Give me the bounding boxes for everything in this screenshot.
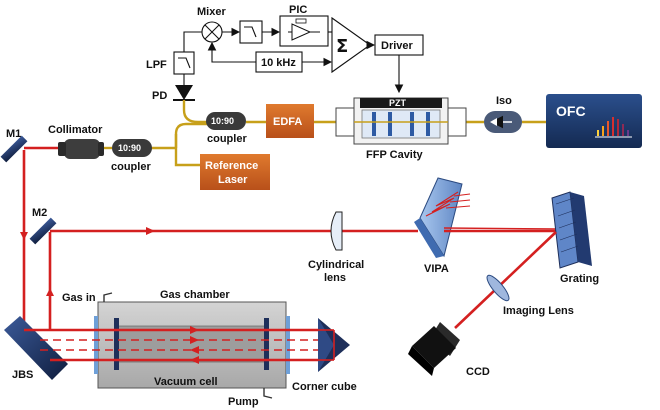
electronics-loop: LPF PD Mixer PIC: [146, 4, 424, 102]
imaging-lens-icon: [486, 274, 510, 302]
gas-chamber-section: JBS Gas chamber Gas in Vacuum cell: [4, 289, 357, 408]
collimator-label: Collimator: [48, 124, 103, 136]
mirror-m2: [29, 217, 57, 245]
grating-icon: [551, 191, 592, 269]
reference-laser-label-1: Reference: [205, 160, 258, 172]
summing-amplifier-icon: [331, 16, 371, 74]
driver-label: Driver: [381, 40, 414, 52]
freq-label: 10 kHz: [261, 57, 296, 69]
mixer-lpf-block: [239, 20, 263, 44]
lpf-label: LPF: [146, 59, 167, 71]
fiber-section: 10:90 coupler 10:90 coupler EDFA Referen…: [100, 94, 642, 190]
ccd-icon: [408, 322, 460, 376]
cylindrical-lens-label-2: lens: [324, 272, 346, 284]
iso-label: Iso: [496, 95, 512, 107]
free-space-optics: Collimator M1 M2 Cylindrical lens: [0, 124, 599, 378]
ofc-spectrum-icon: [595, 117, 632, 138]
pump-port: [263, 388, 273, 399]
coupler-mid-label: coupler: [207, 133, 247, 145]
coupler-mid-ratio: 10:90: [211, 116, 234, 126]
gas-chamber-label: Gas chamber: [160, 289, 230, 301]
vipa-label: VIPA: [424, 263, 449, 275]
gas-in-label: Gas in: [62, 292, 96, 304]
pic-block: [279, 15, 329, 47]
ffp-cavity: [335, 97, 467, 145]
lpf-symbol: [178, 57, 191, 69]
jbs-icon: [4, 316, 68, 380]
vacuum-cell-label: Vacuum cell: [154, 376, 218, 388]
cell-window-left: [114, 318, 119, 370]
mirror-m1: [0, 135, 28, 163]
jbs-label: JBS: [12, 369, 33, 381]
pd-label: PD: [152, 90, 167, 102]
coupler-left-label: coupler: [111, 161, 151, 173]
pzt-label: PZT: [389, 98, 407, 108]
imaging-lens-label: Imaging Lens: [503, 305, 574, 317]
pump-label: Pump: [228, 396, 259, 408]
gas-in-port: [103, 292, 113, 302]
collimator-icon: [58, 139, 104, 159]
sum-label: Σ: [336, 36, 348, 57]
ccd-label: CCD: [466, 366, 490, 378]
m2-label: M2: [32, 207, 47, 219]
photodetector-icon: [173, 85, 195, 101]
cell-window-right: [264, 318, 269, 370]
vipa-icon: [414, 177, 471, 258]
corner-cube-icon: [318, 318, 350, 372]
reference-laser-label-2: Laser: [218, 174, 248, 186]
cylindrical-lens-label-1: Cylindrical: [308, 259, 364, 271]
pic-opamp-icon: [288, 18, 320, 41]
corner-cube-label: Corner cube: [292, 381, 357, 393]
coupler-mid: [206, 112, 246, 130]
ffp-cavity-label: FFP Cavity: [366, 149, 424, 161]
coupler-left-ratio: 10:90: [118, 143, 141, 153]
edfa-label: EDFA: [273, 116, 302, 128]
coupler-left: [112, 139, 152, 157]
lpf-block: [173, 51, 195, 75]
m1-label: M1: [6, 128, 21, 140]
grating-label: Grating: [560, 273, 599, 285]
reference-laser-block: [200, 154, 270, 190]
edfa-block: [266, 104, 314, 138]
pic-label: PIC: [289, 4, 307, 16]
mixer-icon: [201, 21, 223, 43]
ofc-label: OFC: [556, 103, 586, 119]
cylindrical-lens-icon: [330, 211, 343, 251]
mixer-label: Mixer: [197, 6, 226, 18]
